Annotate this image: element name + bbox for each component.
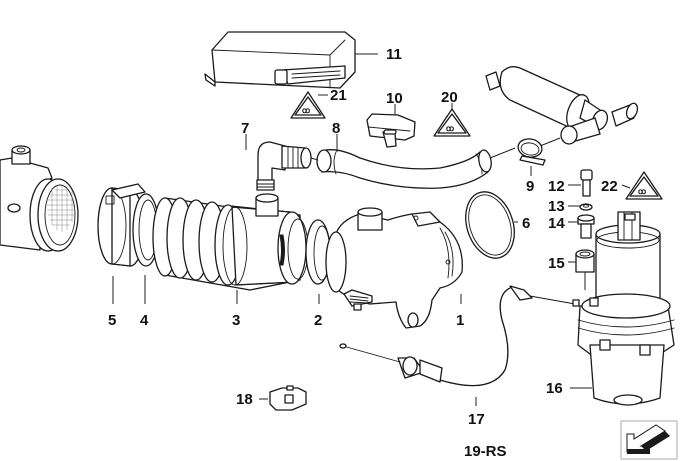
label-1: 1 [456,312,464,329]
label-15: 15 [548,255,565,272]
label-2: 2 [314,312,322,329]
part-3-intake-bellows[interactable] [152,193,309,291]
svg-text:ꝏ: ꝏ [638,187,646,196]
previous-diagram-arrow-icon [626,424,670,454]
label-6: 6 [522,215,530,232]
label-8: 8 [332,120,340,137]
label-14: 14 [548,215,565,232]
svg-text:ꝏ: ꝏ [302,106,310,115]
part-1-throttle-housing[interactable] [325,207,463,329]
part-21-warning[interactable]: ꝏ [290,91,326,119]
label-9: 9 [526,178,534,195]
label-4: 4 [140,312,149,329]
label-22: 22 [601,178,618,195]
part-12-bolt[interactable] [580,169,593,197]
part-2-clamp-ring[interactable] [305,219,331,285]
label-3: 3 [232,312,240,329]
part-6-o-ring[interactable] [458,186,523,265]
part-17-bowden-cable[interactable] [339,285,580,387]
part-16-actuator[interactable] [577,211,675,406]
part-20-warning[interactable]: ꝏ [433,108,471,137]
callout-labels: 11 21 10 20 7 8 9 12 22 13 6 14 15 5 4 3… [108,46,618,460]
part-22-warning[interactable]: ꝏ [625,171,663,200]
part-10-throttle-sensor[interactable] [366,113,416,148]
idle-speed-valve[interactable] [485,66,639,147]
part-7-elbow[interactable] [256,141,319,191]
svg-text:ꝏ: ꝏ [446,124,454,133]
label-13: 13 [548,198,565,215]
label-5: 5 [108,312,116,329]
part-11-control-unit[interactable] [204,31,356,89]
part-13-washer[interactable] [579,203,593,211]
label-21: 21 [330,87,347,104]
label-16: 16 [546,380,563,397]
label-11: 11 [386,46,402,63]
diagram-code: 19-RS [464,443,507,460]
label-18: 18 [236,391,253,408]
label-10: 10 [386,90,403,107]
leader-lines [112,53,631,406]
label-12: 12 [548,178,565,195]
part-9-hose-clamp[interactable] [517,137,546,166]
part-18-cable-clip[interactable] [269,385,307,411]
label-7: 7 [241,120,249,137]
label-17: 17 [468,411,485,428]
air-mass-meter[interactable] [0,145,79,252]
label-20: 20 [441,89,458,106]
part-15-rubber-mount[interactable] [575,249,595,290]
part-8-idle-air-hose[interactable] [316,147,516,189]
previous-diagram-button[interactable] [620,420,678,460]
part-14-bushing[interactable] [577,214,595,239]
